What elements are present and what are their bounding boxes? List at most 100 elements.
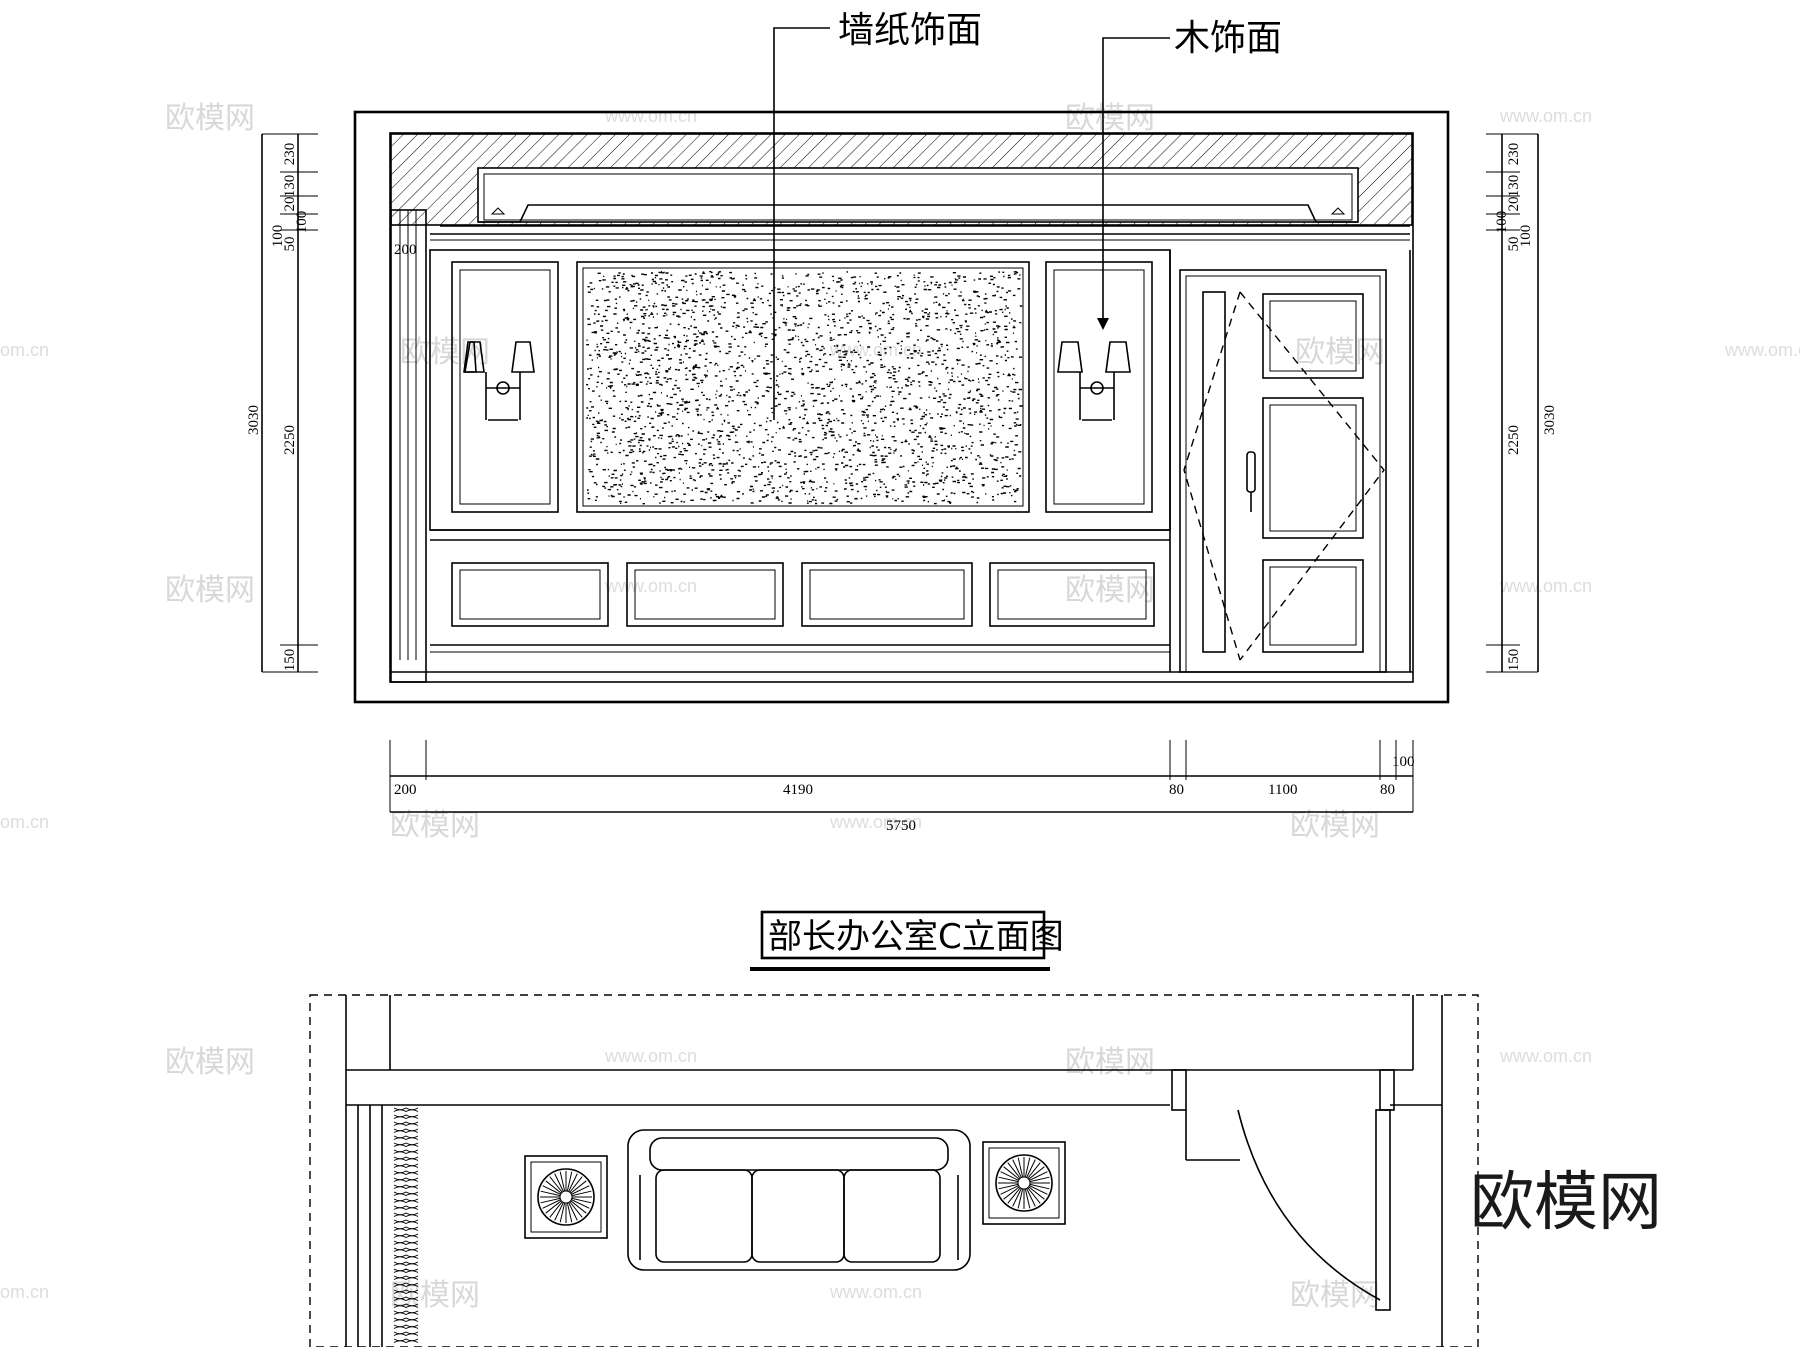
wallpaper-panel-inner: [582, 267, 1024, 507]
wall-sconce-right: [1057, 341, 1131, 421]
wainscot-panel: [801, 562, 973, 627]
callouts: 墙纸饰面 木饰面: [773, 10, 1282, 420]
crown-profile: [478, 204, 1358, 223]
dim-bottom-part: 80: [1169, 782, 1184, 798]
watermark-text: 欧模网: [1290, 1278, 1380, 1313]
dim-bottom-part: 80: [1380, 782, 1395, 798]
watermark-text: 欧模网: [1290, 808, 1380, 843]
dim-right-part: 100: [1494, 211, 1510, 234]
watermark-url: www.om.cn: [1499, 106, 1592, 126]
dim-left-total: 3030: [246, 405, 262, 435]
watermark-url: om.cn: [0, 340, 49, 360]
watermark-text: 欧模网: [400, 335, 490, 370]
post-width-label: 200: [394, 242, 417, 258]
dim-left-mid: 2250: [282, 425, 298, 455]
dim-left-part: 20: [282, 197, 298, 212]
callout-wallpaper: 墙纸饰面: [838, 10, 982, 51]
sofa-plan: [627, 1129, 971, 1271]
watermark-url: www.om.cn: [1724, 340, 1800, 360]
callout-wood: 木饰面: [1174, 18, 1282, 59]
elevation-inner-frame: [389, 132, 1414, 683]
watermark-text: 欧模网: [1065, 573, 1155, 608]
wall-sconce-left: [463, 341, 535, 421]
watermark-text: 欧模网: [1065, 1045, 1155, 1080]
crown-ornament: [490, 207, 1346, 215]
dim-right-part: 150: [1506, 649, 1522, 672]
crown-box: [477, 167, 1359, 223]
plan-view: [309, 994, 1479, 1347]
dim-bottom-total: 5750: [886, 818, 916, 834]
door-panel-top: [1262, 293, 1364, 379]
wainscot-panel: [626, 562, 784, 627]
dim-left-part: 100: [270, 225, 286, 248]
door-panel-middle: [1262, 397, 1364, 539]
door-handle: [1246, 451, 1256, 493]
title-text: 部长办公室C立面图: [768, 917, 1064, 957]
dim-right-part: 50: [1506, 237, 1522, 252]
drawing-title: 部长办公室C立面图: [750, 910, 1064, 971]
watermark-url: www.om.cn: [1499, 576, 1592, 596]
watermark-url: om.cn: [0, 812, 49, 832]
ceiling-band: [390, 133, 1413, 226]
dim-bottom-part: 200: [394, 782, 417, 798]
watermark-url: www.om.cn: [829, 340, 922, 360]
dim-right-part: 130: [1506, 175, 1522, 198]
side-table-right: [982, 1141, 1066, 1225]
door-frame: [1179, 269, 1387, 673]
watermark-layer: 欧模网 欧模网 欧模网 欧模网 欧模网 欧模网 欧模网 欧模网 欧模网 欧模网 …: [0, 101, 1800, 1313]
dim-right-part: 20: [1506, 197, 1522, 212]
door-swing-indicator: [1239, 291, 1385, 661]
dim-left-part: 130: [282, 175, 298, 198]
door-jamb: [1171, 1069, 1187, 1111]
dim-left-part: 150: [282, 649, 298, 672]
watermark-text: 欧模网: [390, 1278, 480, 1313]
wainscot-panels: [451, 562, 1155, 627]
callout-leader-wood: [1102, 37, 1170, 325]
right-dimensions: 3030 2250 230 130 20 100 100 50 150: [1486, 133, 1558, 673]
watermark-text: 欧模网: [390, 808, 480, 843]
watermark-url: www.om.cn: [829, 1282, 922, 1302]
upper-wall-frame: [429, 249, 1171, 531]
door-jamb: [1379, 1069, 1395, 1111]
dim-bottom-part: 100: [1392, 754, 1415, 770]
dim-bottom-part: 1100: [1268, 782, 1297, 798]
dim-right-mid: 2250: [1506, 425, 1522, 455]
door-swing-arc: [1237, 1109, 1381, 1301]
side-table-left: [524, 1155, 608, 1239]
dim-right-part: 100: [1518, 225, 1534, 248]
watermark-text: 欧模网: [165, 101, 255, 136]
bottom-dimensions: 200 4190 80 1100 80 100 5750: [389, 740, 1415, 834]
dim-right-part: 230: [1506, 143, 1522, 166]
watermark-text: 欧模网: [1295, 335, 1385, 370]
door-panel-bottom: [1262, 559, 1364, 653]
dim-left-part: 100: [294, 211, 310, 234]
wallpaper-texture: [586, 271, 1023, 505]
door-side-panel: [1202, 291, 1226, 653]
callout-arrow: [1097, 318, 1109, 330]
sconce-panel-left-inner: [459, 269, 551, 505]
dim-left-part: 50: [282, 237, 298, 252]
watermark-url: www.om.cn: [829, 812, 922, 832]
dim-bottom-part: 4190: [783, 782, 813, 798]
sconce-panel-right-inner: [1053, 269, 1145, 505]
om-logo: 欧模网: [1470, 1166, 1662, 1240]
wallpaper-panel: [576, 261, 1030, 513]
callout-leader-wallpaper: [773, 27, 830, 420]
watermark-url: www.om.cn: [1499, 1046, 1592, 1066]
sconce-panel-left: [451, 261, 559, 513]
curtain-pattern: [393, 1107, 419, 1344]
wainscot-panel: [451, 562, 609, 627]
left-dimensions: 3030 2250 230 130 20 100 100 50 150: [246, 133, 318, 673]
door-elevation: [1169, 250, 1411, 673]
watermark-url: www.om.cn: [604, 1046, 697, 1066]
wainscot-panel: [989, 562, 1155, 627]
elevation-outer-frame: [353, 110, 1450, 704]
watermark-url: om.cn: [0, 1282, 49, 1302]
dim-right-total: 3030: [1542, 405, 1558, 435]
watermark-url: www.om.cn: [604, 106, 697, 126]
plan-dashed-outline: [309, 994, 1479, 1347]
sconce-panel-right: [1045, 261, 1153, 513]
title-box: [760, 910, 1046, 960]
watermark-text: 欧模网: [1065, 101, 1155, 136]
